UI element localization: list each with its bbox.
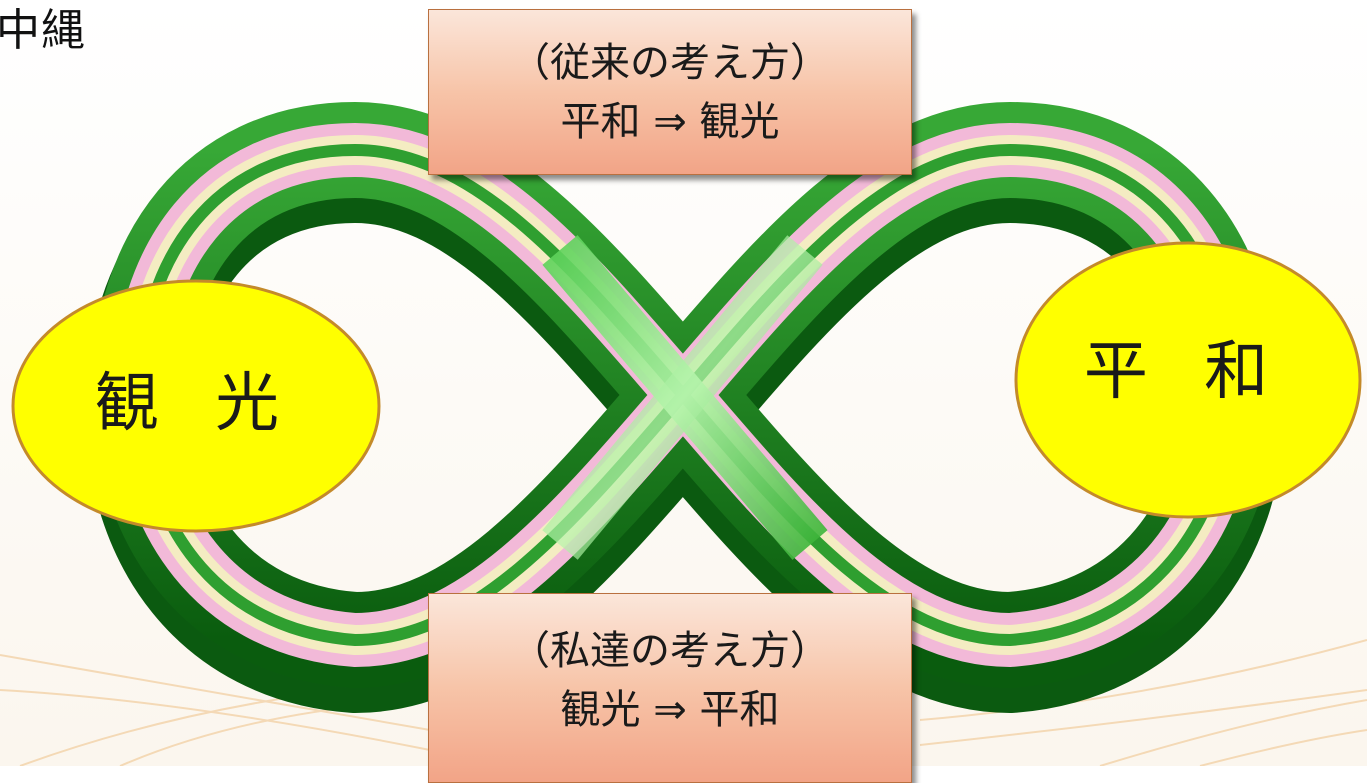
our-view-title: （私達の考え方） — [429, 622, 911, 680]
conventional-view-formula: 平和 ⇒ 観光 — [429, 92, 911, 152]
kanko-label: 観 光 — [76, 352, 316, 444]
conventional-view-title: （従来の考え方） — [429, 34, 911, 92]
infinity-diagram: 中縄 観 光 平 和 （従来の考え方） 平和 ⇒ 観光 （私達の考え方） 観光 … — [0, 0, 1367, 766]
our-view-formula: 観光 ⇒ 平和 — [429, 680, 911, 740]
conventional-view-box: （従来の考え方） 平和 ⇒ 観光 — [428, 9, 912, 175]
heiwa-label: 平 和 — [1040, 320, 1330, 412]
corner-title-fragment: 中縄 — [0, 0, 86, 58]
our-view-box: （私達の考え方） 観光 ⇒ 平和 — [428, 593, 912, 783]
